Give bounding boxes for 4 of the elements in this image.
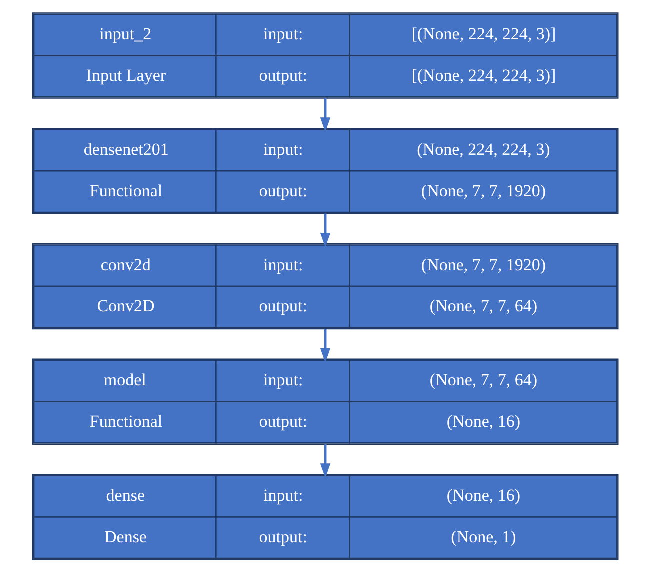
arrow <box>320 214 330 248</box>
arrow <box>320 444 330 478</box>
arrow <box>320 98 330 132</box>
arrow <box>320 329 330 363</box>
